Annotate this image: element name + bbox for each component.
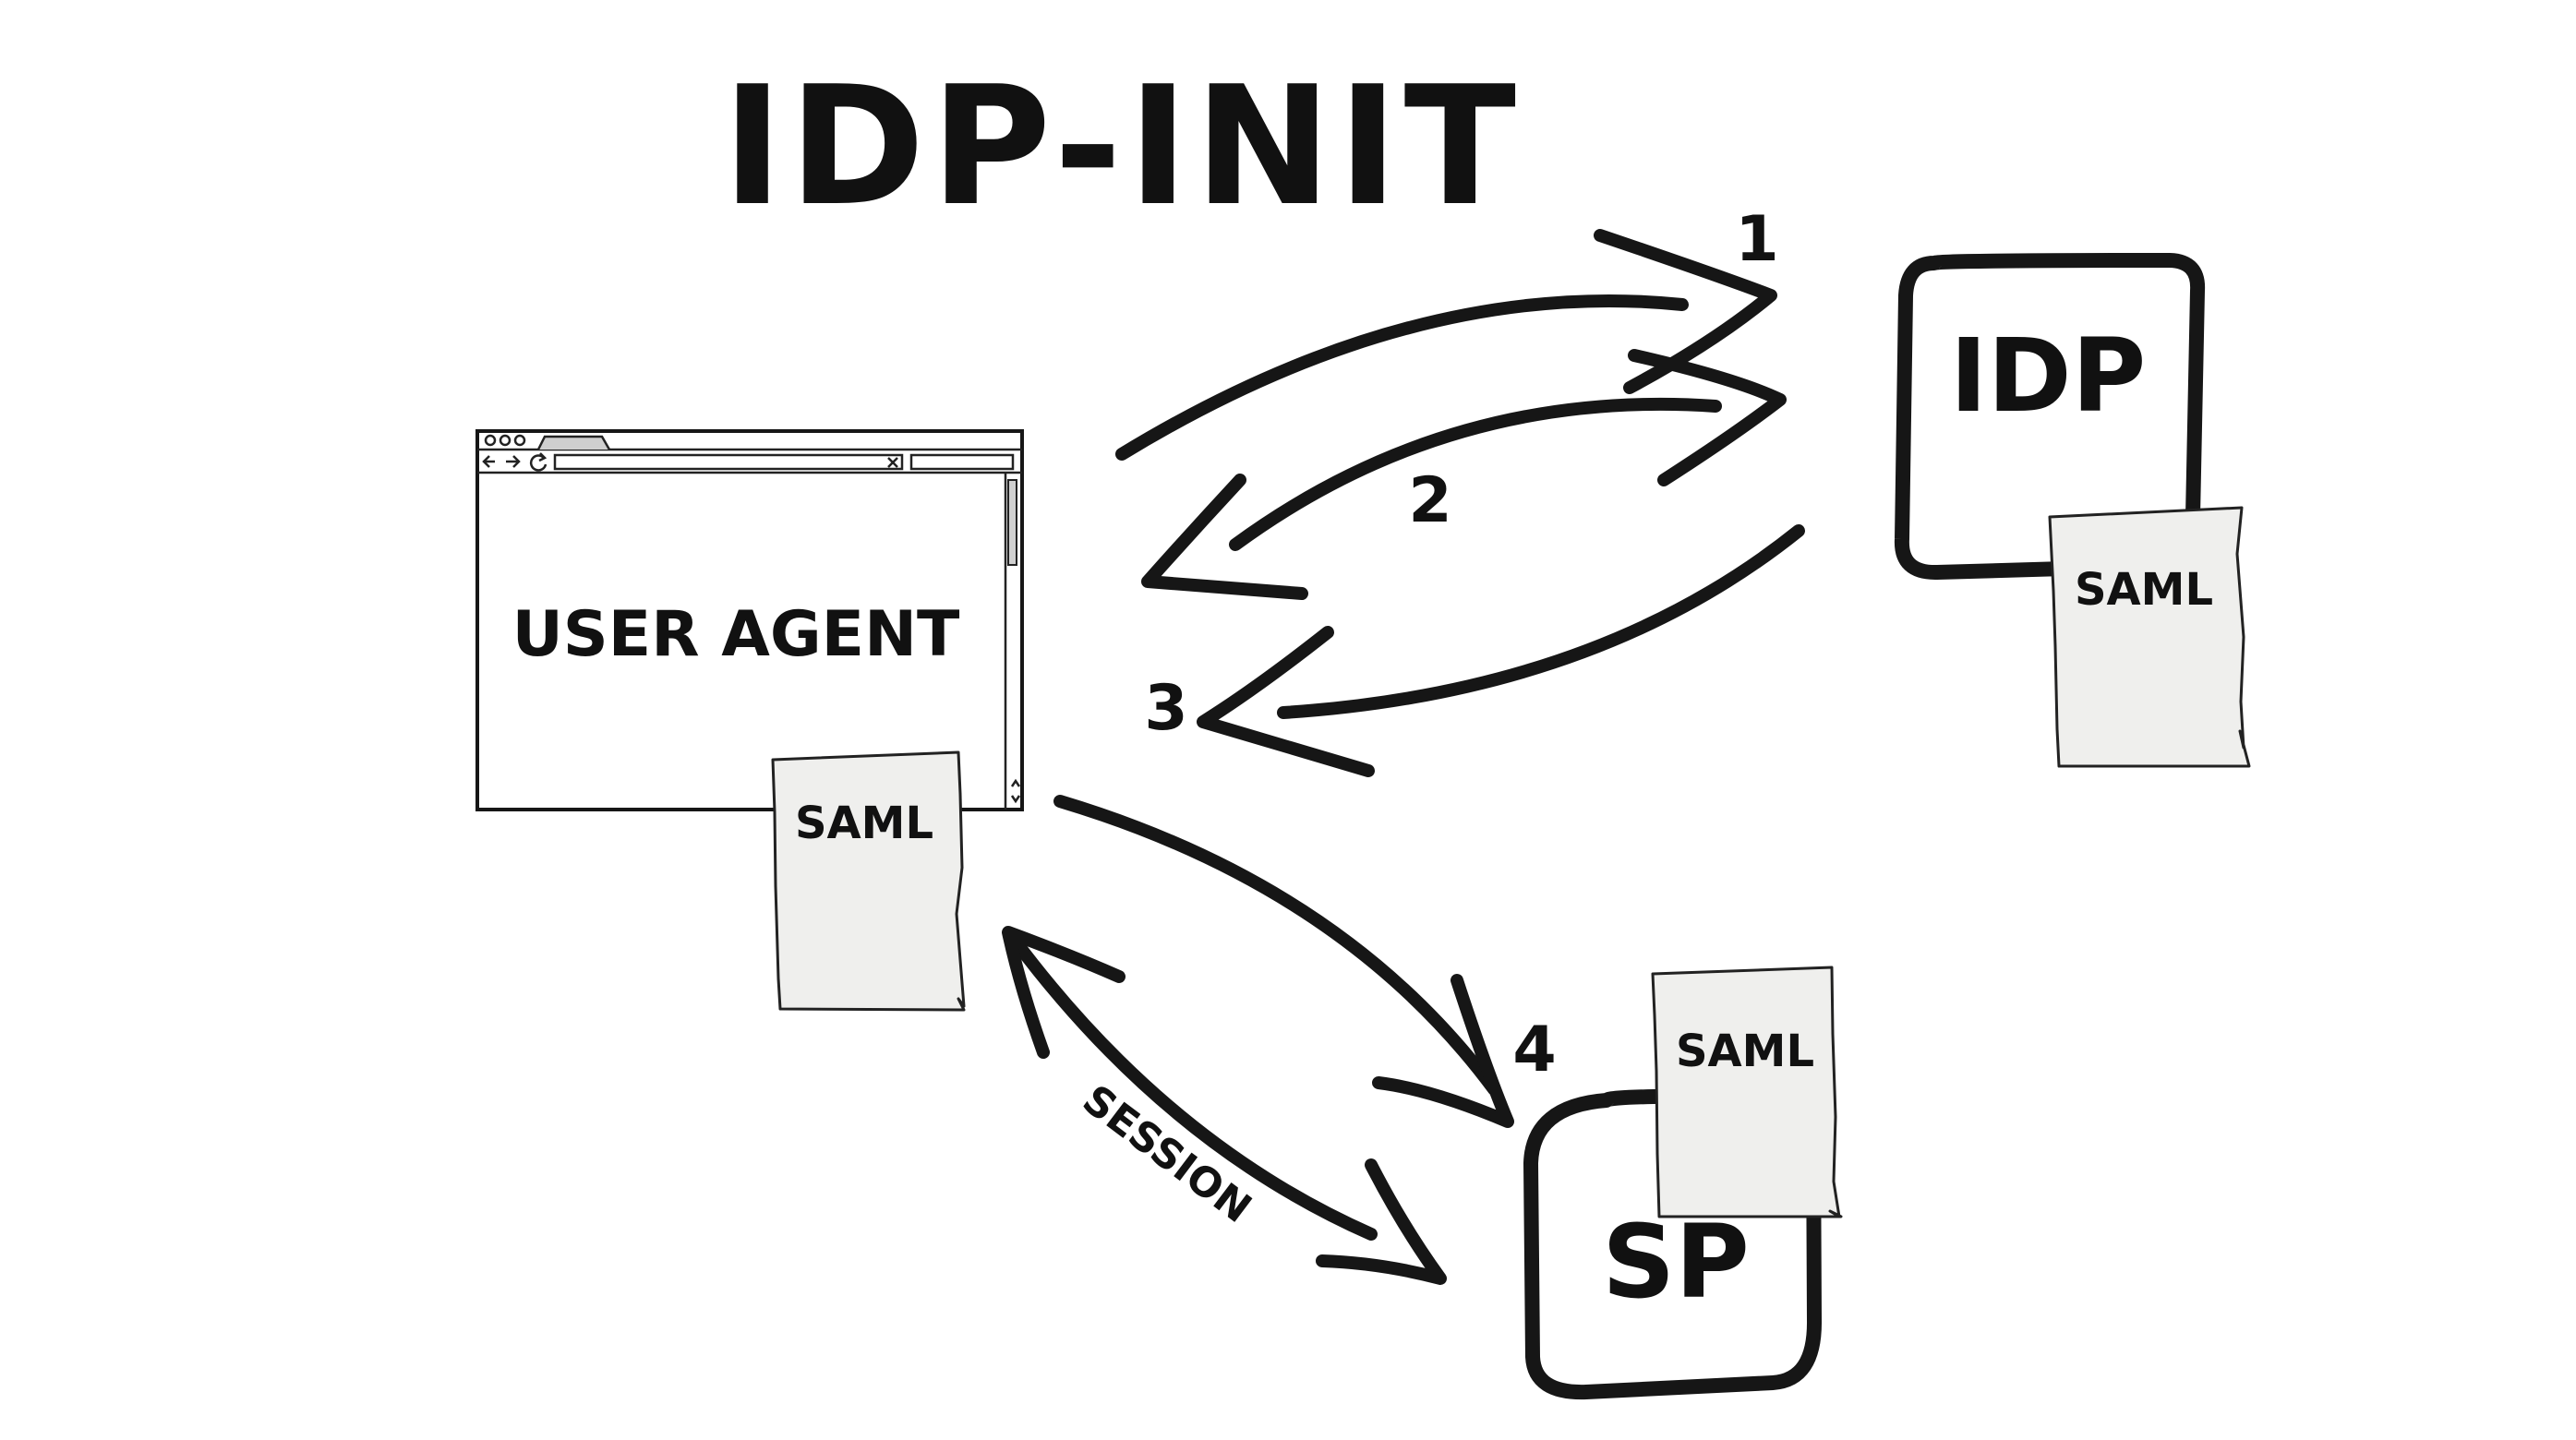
close-x-icon — [887, 457, 898, 468]
idp-saml-label: SAML — [2075, 564, 2213, 616]
forward-arrow-icon — [506, 455, 521, 468]
browser-tab-icon — [536, 435, 611, 450]
reload-icon — [529, 452, 548, 472]
session-arrow — [1002, 926, 1447, 1285]
user-agent-saml-label: SAML — [795, 798, 933, 849]
diagram-title: IDP-INIT — [722, 51, 1522, 242]
sp-label: SP — [1602, 1203, 1750, 1321]
window-control-icons — [484, 434, 526, 447]
step-1-number: 1 — [1735, 203, 1778, 276]
address-bar — [553, 453, 904, 471]
scrollbar-thumb — [1007, 479, 1017, 566]
step-4-arrow — [1053, 795, 1514, 1128]
step-2-arrow — [1141, 349, 1787, 600]
idp-saml-document: SAML — [2048, 506, 2251, 768]
sp-saml-document: SAML — [1651, 966, 1843, 1218]
back-arrow-icon — [482, 455, 495, 468]
step-2-number: 2 — [1408, 464, 1451, 537]
search-box — [909, 453, 1015, 471]
sp-saml-label: SAML — [1676, 1026, 1814, 1077]
step-3-arrow — [1197, 524, 1805, 777]
idp-label: IDP — [1950, 317, 2147, 435]
user-agent-saml-document: SAML — [771, 750, 966, 1012]
step-1-arrow — [1115, 229, 1777, 461]
step-4-number: 4 — [1512, 1014, 1556, 1086]
scroll-arrows-icon — [1010, 778, 1021, 804]
idp-box: IDP — [1894, 253, 2206, 580]
user-agent-browser: USER AGENT — [475, 429, 1024, 811]
user-agent-label: USER AGENT — [512, 598, 960, 671]
step-3-number: 3 — [1144, 672, 1187, 745]
